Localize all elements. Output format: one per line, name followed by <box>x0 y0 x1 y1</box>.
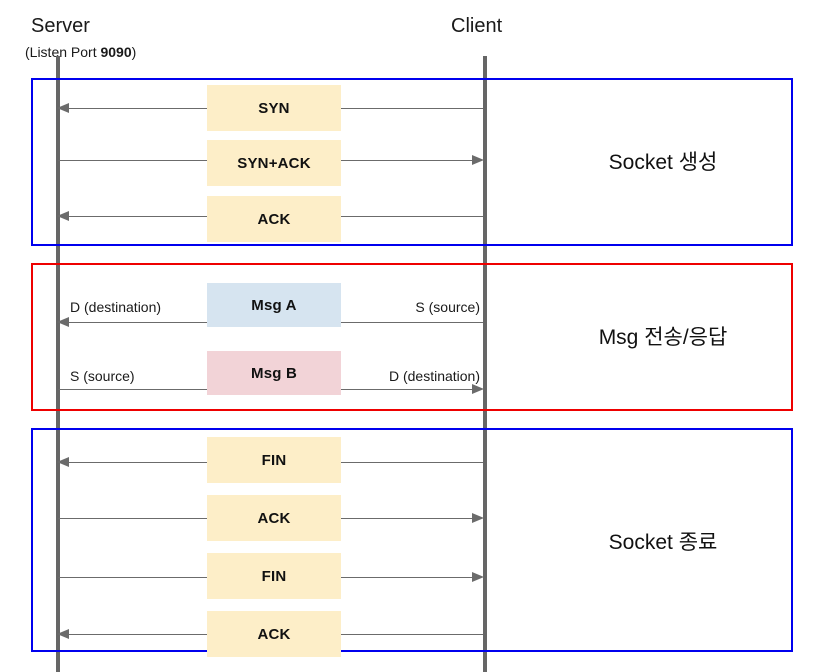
client-actor-title: Client <box>451 15 503 37</box>
phase-msg-exchange-label: Msg 전송/응답 <box>598 326 728 349</box>
listen-port-value: 9090 <box>100 44 132 60</box>
arrow-head-fin-1 <box>57 457 69 467</box>
msg-b-right-note: D (destination) <box>388 368 480 384</box>
arrow-head-msg-b <box>472 384 484 394</box>
msg-b-left-note: S (source) <box>70 368 135 384</box>
phase-socket-close-label: Socket 종료 <box>608 531 718 554</box>
server-listen-port-note: (Listen Port 9090) <box>25 45 136 59</box>
arrow-head-syn-ack <box>472 155 484 165</box>
arrow-head-ack-1 <box>57 211 69 221</box>
server-lifeline <box>56 56 60 672</box>
message-box-syn: SYN <box>207 85 341 131</box>
message-box-ack-1: ACK <box>207 196 341 242</box>
phase-socket-create-box <box>31 78 793 246</box>
phase-socket-create-label: Socket 생성 <box>608 151 718 174</box>
message-box-fin-2: FIN <box>207 553 341 599</box>
message-box-ack-3: ACK <box>207 611 341 657</box>
arrow-head-ack-2 <box>472 513 484 523</box>
phase-socket-close-box <box>31 428 793 652</box>
listen-port-prefix: (Listen Port <box>25 44 101 60</box>
server-actor-title: Server <box>31 15 90 37</box>
phase-msg-exchange-box <box>31 263 793 411</box>
arrow-head-ack-3 <box>57 629 69 639</box>
message-box-fin-1: FIN <box>207 437 341 483</box>
msg-a-left-note: D (destination) <box>70 299 162 315</box>
arrow-head-fin-2 <box>472 572 484 582</box>
message-box-msg-b: Msg B <box>207 351 341 395</box>
message-box-ack-2: ACK <box>207 495 341 541</box>
client-lifeline <box>483 56 487 672</box>
message-box-msg-a: Msg A <box>207 283 341 327</box>
msg-a-right-note: S (source) <box>415 299 480 315</box>
listen-port-suffix: ) <box>131 44 137 60</box>
message-box-syn-ack: SYN+ACK <box>207 140 341 186</box>
arrow-head-syn <box>57 103 69 113</box>
arrow-head-msg-a <box>57 317 69 327</box>
